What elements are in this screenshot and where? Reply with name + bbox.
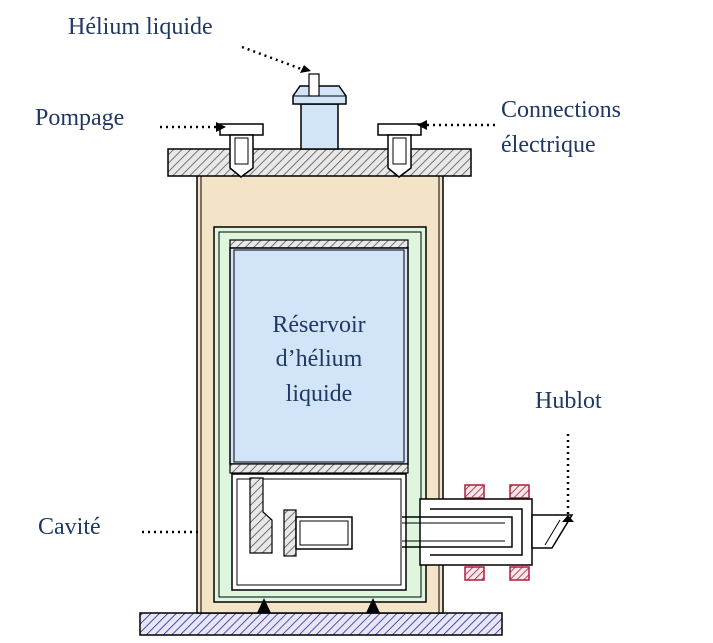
label-reservoir-3: liquide [285,381,353,407]
label-connections: Connections [501,97,621,123]
support-right [366,598,380,613]
filling-tube [292,73,347,150]
sample-clamp [283,509,297,557]
reservoir-top-band [229,239,409,249]
sample-rod [295,516,353,550]
reservoir-bottom-band [229,463,409,474]
label-cavite: Cavité [38,514,101,540]
label-reservoir-2: d’hélium [275,346,363,372]
support-left [257,598,271,613]
label-pompage: Pompage [35,105,125,131]
reservoir [229,247,409,465]
sample-holder [249,477,273,554]
base-plate [139,612,503,636]
label-helium-liquide: Hélium liquide [68,14,213,40]
arrow-helium [300,65,311,73]
top-flange [167,148,472,177]
leader-lines [142,45,570,534]
label-electrique: électrique [501,132,596,158]
pumping-port [219,123,264,178]
arrow-hublot [562,515,574,522]
window-assembly [402,484,574,581]
label-hublot: Hublot [535,388,602,414]
arrow-pompage [216,122,226,132]
label-reservoir-1: Réservoir [272,312,366,338]
arrow-connections [417,120,427,130]
electrical-port [377,123,422,178]
